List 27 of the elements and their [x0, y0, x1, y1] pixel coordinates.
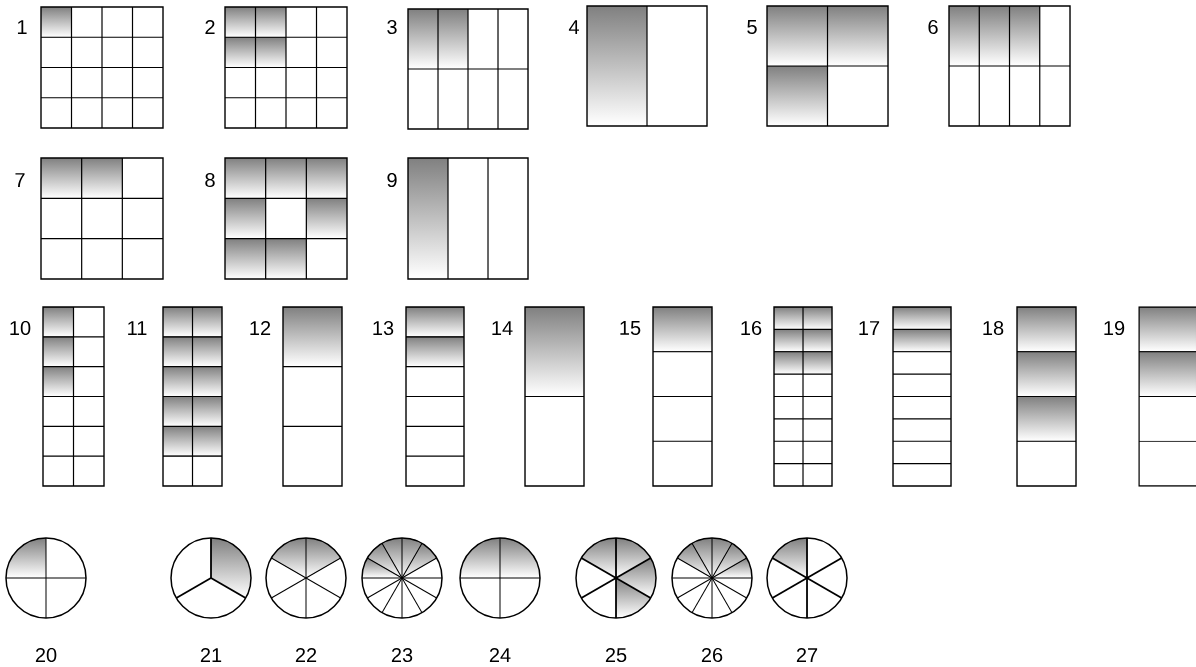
figure-number: 26 [701, 647, 723, 663]
figure-number: 4 [568, 20, 579, 34]
figure-number: 6 [928, 19, 938, 35]
figure-number: 9 [387, 172, 397, 188]
figure-number: 20 [35, 647, 57, 663]
figure-number: 18 [983, 320, 1004, 336]
figure-number: 10 [10, 320, 31, 336]
figure-number: 22 [295, 648, 317, 662]
figure-number: 24 [489, 648, 511, 662]
figure-number: 12 [250, 321, 271, 335]
figure-number: 8 [205, 172, 215, 188]
figure-number: 7 [15, 173, 25, 187]
figure-number: 15 [620, 321, 641, 335]
figure-number: 1 [17, 20, 27, 34]
figure-number: 16 [741, 320, 762, 336]
figure-number: 21 [200, 648, 222, 662]
figure-number: 27 [796, 648, 818, 662]
figure-number: 13 [373, 320, 394, 336]
figure-number: 14 [492, 321, 513, 335]
figure-number: 2 [205, 20, 215, 34]
figure-number: 23 [391, 647, 413, 663]
figure-number: 5 [747, 20, 757, 34]
figure-number: 17 [859, 321, 880, 335]
figure-number: 11 [128, 321, 147, 335]
figure-number: 3 [387, 19, 397, 35]
figure-number: 25 [605, 647, 627, 663]
figure-number: 19 [1104, 320, 1125, 336]
